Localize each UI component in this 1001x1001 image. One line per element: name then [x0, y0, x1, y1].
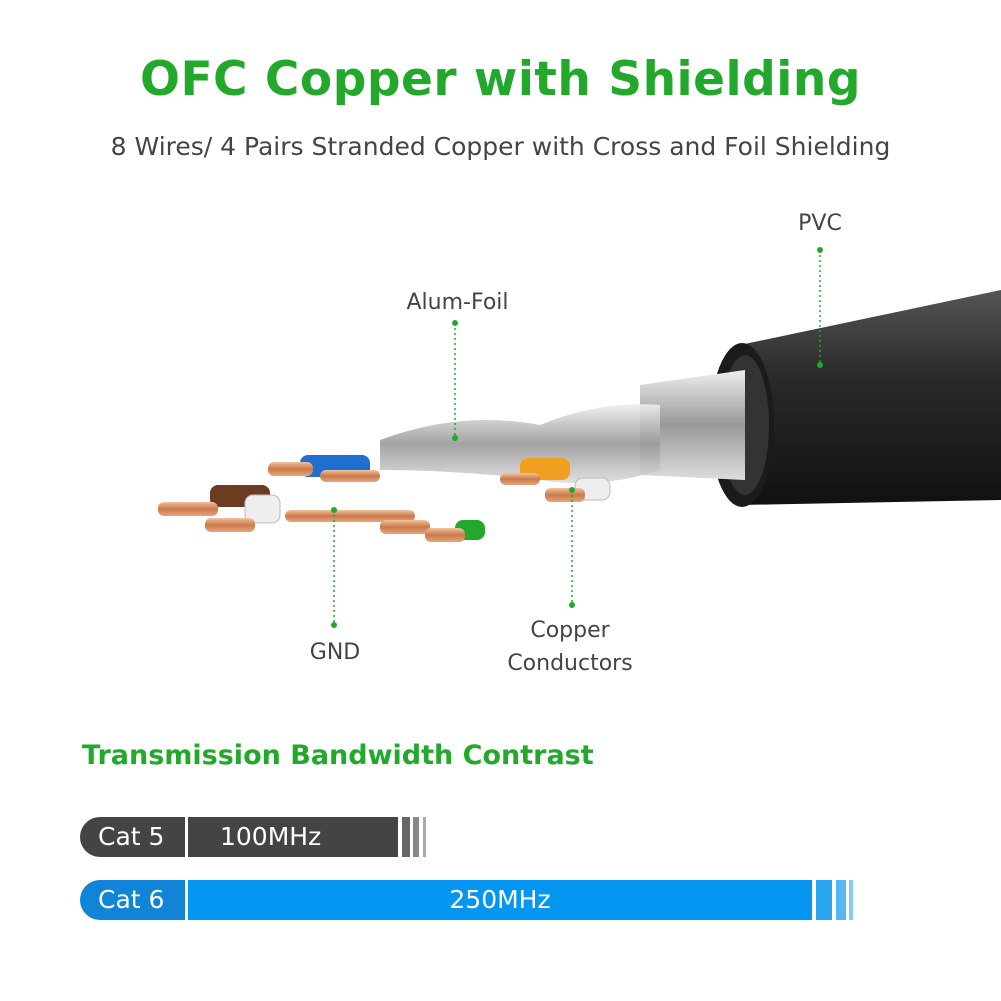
label-pvc: PVC: [798, 211, 842, 236]
page-title: OFC Copper with Shielding: [140, 52, 861, 107]
label-gnd: GND: [309, 640, 361, 665]
cat5-stripe: [402, 817, 410, 857]
label-alum-foil: Alum-Foil: [406, 290, 509, 315]
cat5-stripe: [423, 817, 426, 857]
cat6-stripe: [816, 880, 832, 920]
cat6-stripe: [836, 880, 846, 920]
cable-illustration: [158, 247, 1001, 628]
label-copper-line1: Copper: [530, 618, 610, 643]
wires: [158, 455, 611, 542]
cat6-pill: Cat 6: [80, 880, 188, 920]
foil-shield: [380, 370, 745, 484]
cat6-bar: 250MHz: [188, 880, 812, 920]
label-copper-conductors: Copper Conductors: [490, 614, 650, 680]
bandwidth-title: Transmission Bandwidth Contrast: [82, 740, 594, 771]
label-leaders: [331, 247, 823, 628]
label-copper-line2: Conductors: [507, 651, 633, 676]
page-subtitle: 8 Wires/ 4 Pairs Stranded Copper with Cr…: [110, 132, 891, 161]
cat5-bar: 100MHz: [188, 817, 398, 857]
pvc-jacket: [710, 290, 1001, 507]
cat6-stripe: [849, 880, 853, 920]
cat5-stripe: [413, 817, 419, 857]
cat5-pill: Cat 5: [80, 817, 188, 857]
